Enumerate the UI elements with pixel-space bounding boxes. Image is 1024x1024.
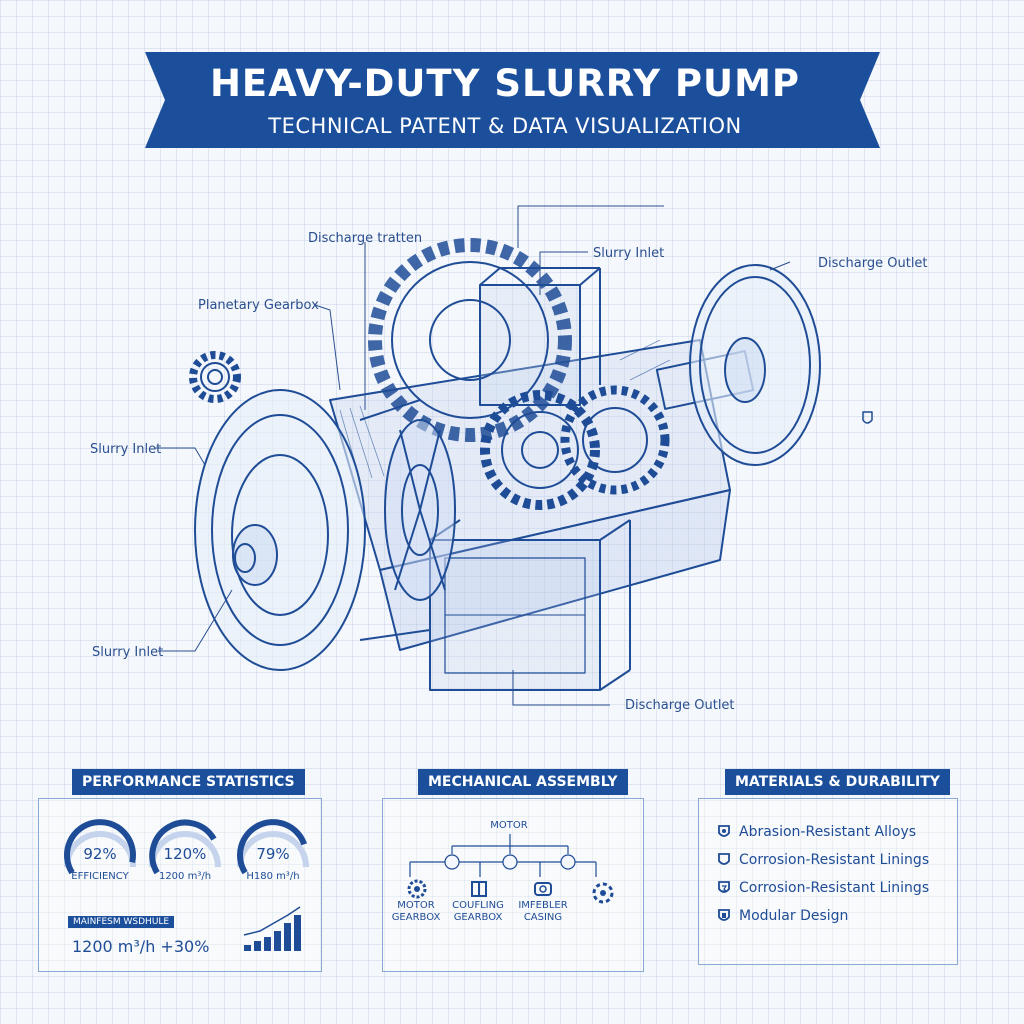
pump-housing	[329, 267, 731, 691]
page-title: HEAVY-DUTY SLURRY PUMP	[209, 62, 801, 105]
callout-planetary-gearbox: Planetary Gearbox	[198, 298, 319, 313]
shield-icon-right	[862, 411, 873, 424]
assembly-panel	[382, 798, 644, 972]
impeller	[384, 419, 456, 601]
material-item-2: Corrosion-Resistant Linings	[716, 852, 929, 868]
large-gear	[368, 238, 572, 442]
materials-title: MATERIALS & DURABILITY	[725, 769, 950, 795]
gauge-flow: 120% 1200 m³/h	[140, 815, 230, 885]
performance-title: PERFORMANCE STATISTICS	[72, 769, 305, 795]
callout-discharge-top: Discharge tratten	[308, 231, 423, 246]
shield-icon	[718, 881, 730, 893]
gauge-flow-value: 120%	[163, 845, 207, 863]
flow-rate-text: 1200 m³/h +30%	[72, 937, 210, 956]
callout-slurry-inlet-bottom: Slurry Inlet	[92, 645, 164, 660]
gauge-efficiency: 92% EFFICIENCY	[55, 815, 145, 885]
page-subtitle: TECHNICAL PATENT & DATA VISUALIZATION	[268, 114, 742, 138]
shield-icon	[718, 909, 730, 921]
callout-slurry-inlet-left: Slurry Inlet	[90, 442, 162, 457]
shaft-disc	[655, 264, 821, 466]
material-item-3: Corrosion-Resistant Linings	[716, 880, 929, 896]
trend-bars-icon	[243, 906, 301, 951]
material-item-1-label: Abrasion-Resistant Alloys	[739, 824, 917, 840]
gauge-efficiency-label: EFFICIENCY	[71, 871, 129, 882]
material-item-1: Abrasion-Resistant Alloys	[716, 824, 916, 840]
small-gear	[189, 351, 241, 403]
mini-chart-title: MAINFESM WSDHULE	[68, 916, 175, 928]
gauge-head-value: 79%	[256, 845, 290, 863]
material-item-2-label: Corrosion-Resistant Linings	[739, 852, 930, 868]
material-item-4: Modular Design	[716, 908, 848, 924]
leader-lines	[155, 205, 791, 706]
gauge-head: 79% H180 m³/h	[228, 815, 318, 885]
callout-discharge-outlet-bottom: Discharge Outlet	[625, 698, 735, 713]
callout-slurry-inlet-top: Slurry Inlet	[593, 246, 665, 261]
shield-icon	[718, 825, 730, 837]
assembly-tree-lines	[409, 834, 597, 877]
material-item-3-label: Corrosion-Resistant Linings	[739, 880, 930, 896]
callout-discharge-outlet-right: Discharge Outlet	[818, 256, 928, 271]
shield-icon	[718, 853, 730, 865]
title-banner	[145, 52, 880, 148]
gear-cluster-icon	[592, 882, 614, 904]
motor-gear-icon	[407, 879, 427, 899]
gauge-head-label: H180 m³/h	[246, 871, 300, 882]
materials-panel	[698, 798, 958, 965]
pump-drawing	[155, 205, 873, 706]
gauge-flow-label: 1200 m³/h	[158, 871, 212, 882]
internal-gears	[480, 385, 670, 510]
coupling-icon	[471, 881, 487, 897]
casing-icon	[534, 882, 552, 896]
assembly-title: MECHANICAL ASSEMBLY	[418, 769, 628, 795]
assembly-root-label: MOTOR	[490, 820, 528, 831]
front-flange	[194, 389, 431, 671]
material-item-4-label: Modular Design	[739, 908, 849, 924]
hatching	[339, 339, 671, 481]
gauge-efficiency-value: 92%	[83, 845, 117, 863]
